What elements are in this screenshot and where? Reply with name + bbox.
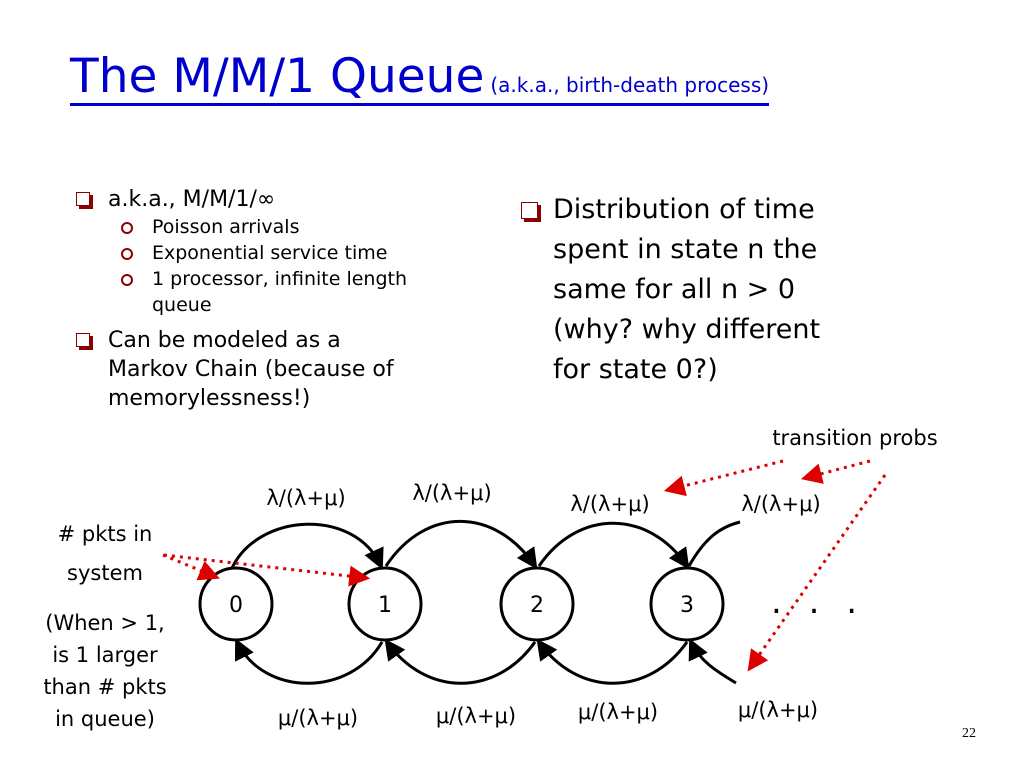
title-main: The M/M/1 Queue [70,49,485,104]
state-label-0: 0 [229,593,243,618]
arrival-label-2: λ/(λ+μ) [570,492,649,516]
state-circle-0 [198,566,274,642]
bullet-aka-mm1: a.k.a., M/M/1/∞ [72,185,467,214]
transition-pointer-to-arrival-2 [663,459,784,497]
bullet-text-line-3: same for all n > 0 [553,274,796,305]
pkts-label-line-2: system [67,561,143,585]
arrival-label-3: λ/(λ+μ) [741,492,820,516]
sub-bullet-text: Exponential service time [152,242,388,264]
service-arrow-1-to-0 [235,638,384,685]
sub-bullet-text-line-1: 1 processor, infinite length [152,268,408,290]
sub-bullet-processor: 1 processor, infinite length queue [72,266,467,318]
bullet-text-line-2: spent in state n the [553,234,818,265]
state-label-3: 3 [680,593,694,618]
state-label-1: 1 [378,593,392,618]
service-label-2: μ/(λ+μ) [578,700,658,724]
service-arrow-2-to-1 [384,638,537,685]
arrival-arrow-0-to-1 [230,522,384,570]
bullet-markov-chain: Can be modeled as a Markov Chain (becaus… [72,326,467,413]
ring-bullet-icon [121,248,133,260]
service-arrow-onward-to-3 [688,638,737,685]
service-arrow-3-to-2 [536,638,689,685]
arrival-label-0: λ/(λ+μ) [266,486,345,510]
square-bullet-icon [76,192,90,206]
note-line-2: is 1 larger [52,643,158,667]
transition-probs-label: transition probs [772,426,937,450]
state-node-0: 0 [198,566,274,642]
left-bullet-list: a.k.a., M/M/1/∞ Poisson arrivals Exponen… [72,185,467,413]
note-line-4: in queue) [55,707,155,731]
arrival-arrow-3-onward [687,520,741,567]
sub-bullet-text-line-2: queue [152,294,212,316]
pkts-pointer-to-state-1 [163,553,371,587]
square-bullet-icon [76,333,90,347]
state-node-1: 1 [347,566,423,642]
sub-bullet-poisson: Poisson arrivals [72,214,467,240]
state-circle-3 [649,566,725,642]
right-bullet-list: Distribution of time spent in state n th… [517,190,892,390]
title-subtitle: (a.k.a., birth-death process) [490,73,770,97]
bullet-text-line-2: Markov Chain (because of [108,357,394,382]
bullet-text-line-4: (why? why different [553,314,821,345]
square-bullet-icon [521,202,538,219]
service-label-0: μ/(λ+μ) [278,706,358,730]
ring-bullet-icon [121,274,133,286]
pkts-pointer-to-state-0 [162,553,220,581]
sub-bullet-exponential: Exponential service time [72,240,467,266]
state-circle-2 [499,566,575,642]
bullet-text-line-1: Distribution of time [553,194,815,225]
continuation-ellipsis: . . . [771,582,865,622]
sub-bullet-text: Poisson arrivals [152,216,300,238]
state-label-2: 2 [530,593,544,618]
slide-title: The M/M/1 Queue(a.k.a., birth-death proc… [70,49,770,106]
slide-number: 22 [962,726,976,741]
transition-pointer-to-service-3 [747,474,887,672]
service-label-3: μ/(λ+μ) [738,698,818,722]
arrival-arrow-1-to-2 [384,520,538,570]
arrival-label-1: λ/(λ+μ) [412,481,491,505]
bullet-text: a.k.a., M/M/1/∞ [108,187,276,212]
bullet-text-line-5: for state 0?) [553,354,718,385]
state-circle-1 [347,566,423,642]
note-line-1: (When > 1, [45,611,164,635]
bullet-text-line-3: memorylessness!) [108,386,311,411]
arrival-arrow-2-to-3 [537,521,690,570]
pkts-label-line-1: # pkts in [58,522,153,546]
state-node-3: 3 [649,566,725,642]
transition-pointer-to-arrival-3 [800,459,871,484]
bullet-distribution-time: Distribution of time spent in state n th… [517,190,892,390]
note-line-3: than # pkts [43,675,166,699]
state-node-2: 2 [499,566,575,642]
ring-bullet-icon [121,222,133,234]
bullet-spacer [72,318,467,326]
bullet-text-line-1: Can be modeled as a [108,328,341,353]
service-label-1: μ/(λ+μ) [436,704,516,728]
